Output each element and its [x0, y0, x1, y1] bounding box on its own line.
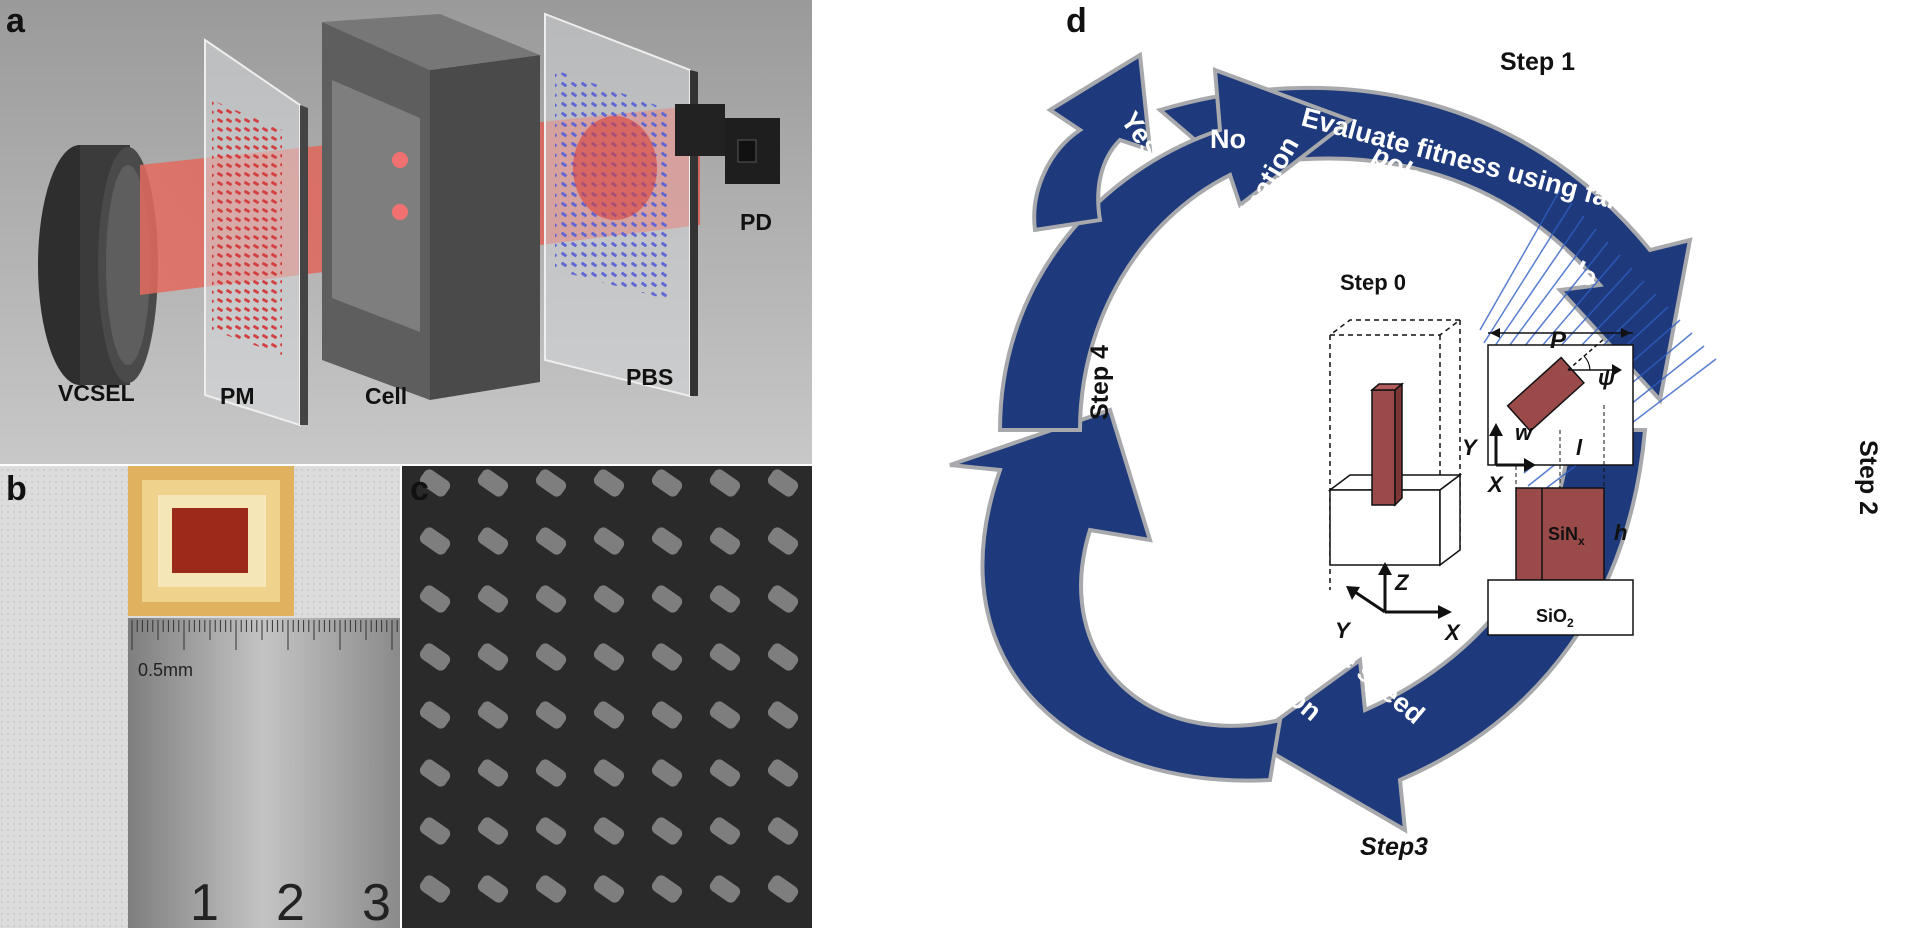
pm-plate — [204, 38, 308, 427]
pd-detector — [675, 104, 780, 184]
far-field-line — [1479, 189, 1561, 331]
axis-y-label-2d: Y — [1462, 435, 1479, 460]
arrow-yes — [1032, 51, 1153, 233]
label-pd: PD — [740, 209, 772, 235]
sem-image — [402, 466, 812, 928]
ruler-ticks — [131, 620, 398, 650]
panel-a: a — [0, 0, 812, 464]
panel-a-letter: a — [6, 2, 26, 40]
side-view — [1487, 487, 1634, 636]
unit-cell-3d — [1327, 319, 1463, 590]
ruler-number-3: 3 — [362, 874, 391, 928]
label-cell: Cell — [365, 383, 407, 409]
axes-2d — [1489, 423, 1536, 472]
panel-b: b 0.5mm 1 2 3 — [0, 466, 400, 928]
ruler-unit: 0.5mm — [138, 660, 193, 680]
arrow-evaluate — [1155, 85, 1693, 405]
panel-d: d Yes No Evaluate fitness using far fiel… — [949, 2, 1882, 861]
top-view — [1487, 328, 1634, 600]
ruler-number-1: 1 — [190, 874, 219, 928]
label-sio2: SiO2 — [1536, 606, 1574, 630]
arrow-update-particle — [949, 407, 1283, 783]
vapor-cell — [322, 14, 540, 400]
panel-d-letter: d — [1066, 2, 1087, 40]
ruler-number-2: 2 — [276, 874, 305, 928]
label-pbs: PBS — [626, 364, 673, 390]
label-period-p: P — [1550, 327, 1567, 354]
axis-x-label-2d: X — [1486, 472, 1504, 497]
panel-b-letter: b — [6, 470, 27, 508]
label-step-1: Step 1 — [1500, 48, 1575, 76]
label-sinx: SiNx — [1548, 524, 1585, 548]
axis-z-label: Z — [1394, 570, 1410, 595]
ruler — [128, 618, 400, 928]
pbs-plate — [544, 12, 698, 398]
label-height-h: h — [1614, 520, 1627, 545]
label-width-w: w — [1515, 420, 1534, 445]
arrow-check-termination — [997, 67, 1355, 432]
panel-c-letter: c — [410, 470, 429, 508]
text-no: No — [1210, 124, 1246, 154]
label-psi: ψ — [1598, 365, 1615, 390]
label-length-l: l — [1576, 435, 1583, 460]
label-step-3: Step3 — [1360, 833, 1428, 861]
label-step-4: Step 4 — [1086, 345, 1114, 420]
metasurface-area — [172, 508, 248, 573]
label-vcsel: VCSEL — [58, 380, 135, 406]
far-field-line — [1483, 202, 1573, 344]
panel-c: c — [402, 466, 812, 928]
label-pm: PM — [220, 383, 255, 409]
cycle-ring — [949, 51, 1693, 834]
axes-3d — [1346, 562, 1452, 619]
label-step-2: Step 2 — [1854, 440, 1882, 515]
label-step-0: Step 0 — [1340, 270, 1406, 295]
axis-x-label-3d: X — [1443, 620, 1461, 645]
axis-y-label-3d: Y — [1335, 618, 1352, 643]
